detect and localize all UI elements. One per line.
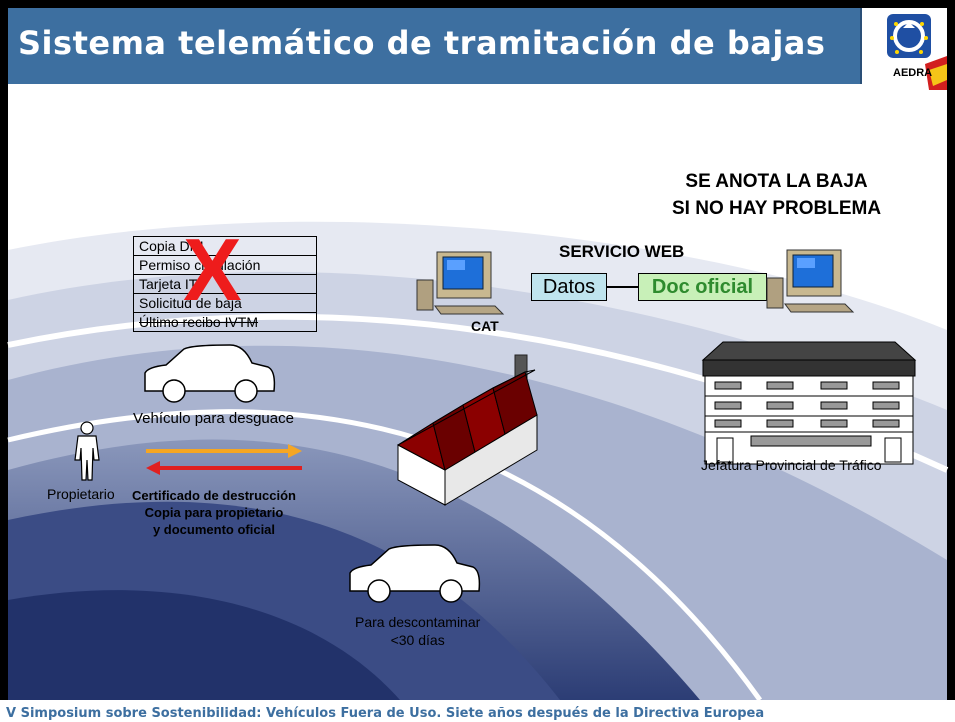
building-icon xyxy=(701,341,917,465)
datos-box: Datos xyxy=(531,273,607,301)
factory-icon xyxy=(397,354,538,506)
jefatura-label: Jefatura Provincial de Tráfico xyxy=(701,457,882,473)
aedra-logo: AEDRA xyxy=(867,8,947,90)
anota-text: SE ANOTA LA BAJA SI NO HAY PROBLEMA xyxy=(672,168,881,222)
footer-bar xyxy=(0,700,955,722)
decontaminate-line: Para descontaminar xyxy=(355,614,481,630)
owner-label: Propietario xyxy=(47,486,115,502)
list-item: Copia DNI xyxy=(134,237,316,256)
decontaminate-line: <30 días xyxy=(390,632,445,648)
service-label: SERVICIO WEB xyxy=(559,242,685,261)
car-icon xyxy=(144,344,276,403)
document-list: Copia DNI Permiso circulación Tarjeta IT… xyxy=(133,236,317,332)
footer-text: V Simposium sobre Sostenibilidad: Vehícu… xyxy=(6,706,765,721)
list-item: Permiso circulación xyxy=(134,256,316,275)
computer-icon xyxy=(766,249,855,313)
certificate-text: Certificado de destrucción Copia para pr… xyxy=(132,487,296,538)
list-item: Tarjeta ITV xyxy=(134,275,316,294)
anota-line: SI NO HAY PROBLEMA xyxy=(672,198,882,219)
car-icon xyxy=(349,544,481,603)
person-icon xyxy=(74,421,100,481)
page-title: Sistema telemático de tramitación de baj… xyxy=(18,24,826,62)
certificate-line: y documento oficial xyxy=(152,522,276,537)
vehicle-label: Vehículo para desguace xyxy=(133,410,294,427)
cross-mark: X xyxy=(183,220,242,319)
certificate-line: Certificado de destrucción xyxy=(132,488,296,503)
doc-oficial-box: Doc oficial xyxy=(638,273,767,301)
list-item: Último recibo IVTM xyxy=(139,314,259,330)
connector-line xyxy=(606,286,638,288)
list-item: Solicitud de baja xyxy=(134,294,316,313)
anota-line: SE ANOTA LA BAJA xyxy=(685,171,868,192)
decontaminate-text: Para descontaminar <30 días xyxy=(355,613,480,649)
title-bar: Sistema telemático de tramitación de baj… xyxy=(8,8,862,84)
certificate-line: Copia para propietario xyxy=(144,505,284,520)
logo-text: AEDRA xyxy=(893,67,932,79)
cat-label: CAT xyxy=(471,318,499,334)
exchange-arrows xyxy=(146,444,302,475)
computer-icon xyxy=(416,251,505,315)
